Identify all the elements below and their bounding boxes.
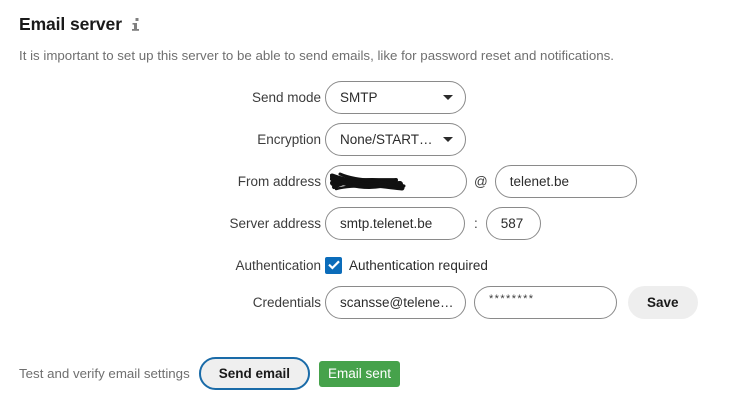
status-badge: Email sent [319,360,401,387]
form-row-authentication: Authentication Authentication required [0,248,749,282]
send-email-button[interactable]: Send email [198,357,310,390]
authentication-required-label: Authentication required [349,257,488,273]
server-address-value: smtp.telenet.be [340,215,433,231]
form-row-send-mode: Send mode SMTP [0,80,749,114]
credentials-label: Credentials [252,294,321,310]
encryption-label: Encryption [257,131,321,147]
test-email-row: Test and verify email settings Send emai… [19,357,749,390]
credentials-password-input[interactable]: ******** [474,285,617,319]
page-subtitle: It is important to set up this server to… [19,48,614,63]
page-title: Email server [19,14,122,34]
credentials-username-input[interactable]: scansse@telene… [325,285,466,319]
checkmark-icon [327,260,340,270]
from-domain-input[interactable]: telenet.be [494,164,637,198]
encryption-value: None/START… [340,131,433,147]
form-row-server-address: Server address smtp.telenet.be : 587 [0,206,749,240]
encryption-select[interactable]: None/START… [325,122,466,156]
from-address-input[interactable] [325,164,467,198]
send-mode-value: SMTP [340,89,378,105]
credentials-username-value: scansse@telene… [340,294,454,310]
send-mode-label: Send mode [251,89,321,105]
chevron-down-icon [443,95,453,100]
page-header: Email server [0,0,749,34]
from-domain-value: telenet.be [509,173,570,189]
info-icon[interactable] [131,17,143,33]
redaction-scribble [330,172,406,190]
authentication-label: Authentication [235,257,321,273]
colon-separator: : [474,215,478,231]
authentication-required-checkbox[interactable] [325,256,342,274]
test-email-label: Test and verify email settings [19,366,190,381]
send-mode-select[interactable]: SMTP [325,80,466,114]
save-button[interactable]: Save [628,285,698,319]
server-address-label: Server address [229,215,321,231]
chevron-down-icon [443,137,453,142]
server-address-input[interactable]: smtp.telenet.be [325,206,465,240]
form-row-from-address: From address @ telenet.be [0,164,749,198]
server-port-value: 587 [500,215,524,231]
credentials-password-value: ******** [489,293,535,305]
from-address-label: From address [237,173,321,189]
at-separator: @ [474,173,488,189]
form-row-encryption: Encryption None/START… [0,122,749,156]
server-port-input[interactable]: 587 [485,206,541,240]
form-row-credentials: Credentials scansse@telene… ******** Sav… [0,285,749,319]
email-server-form: Send mode SMTP Encryption None/START… Fr… [0,80,749,327]
